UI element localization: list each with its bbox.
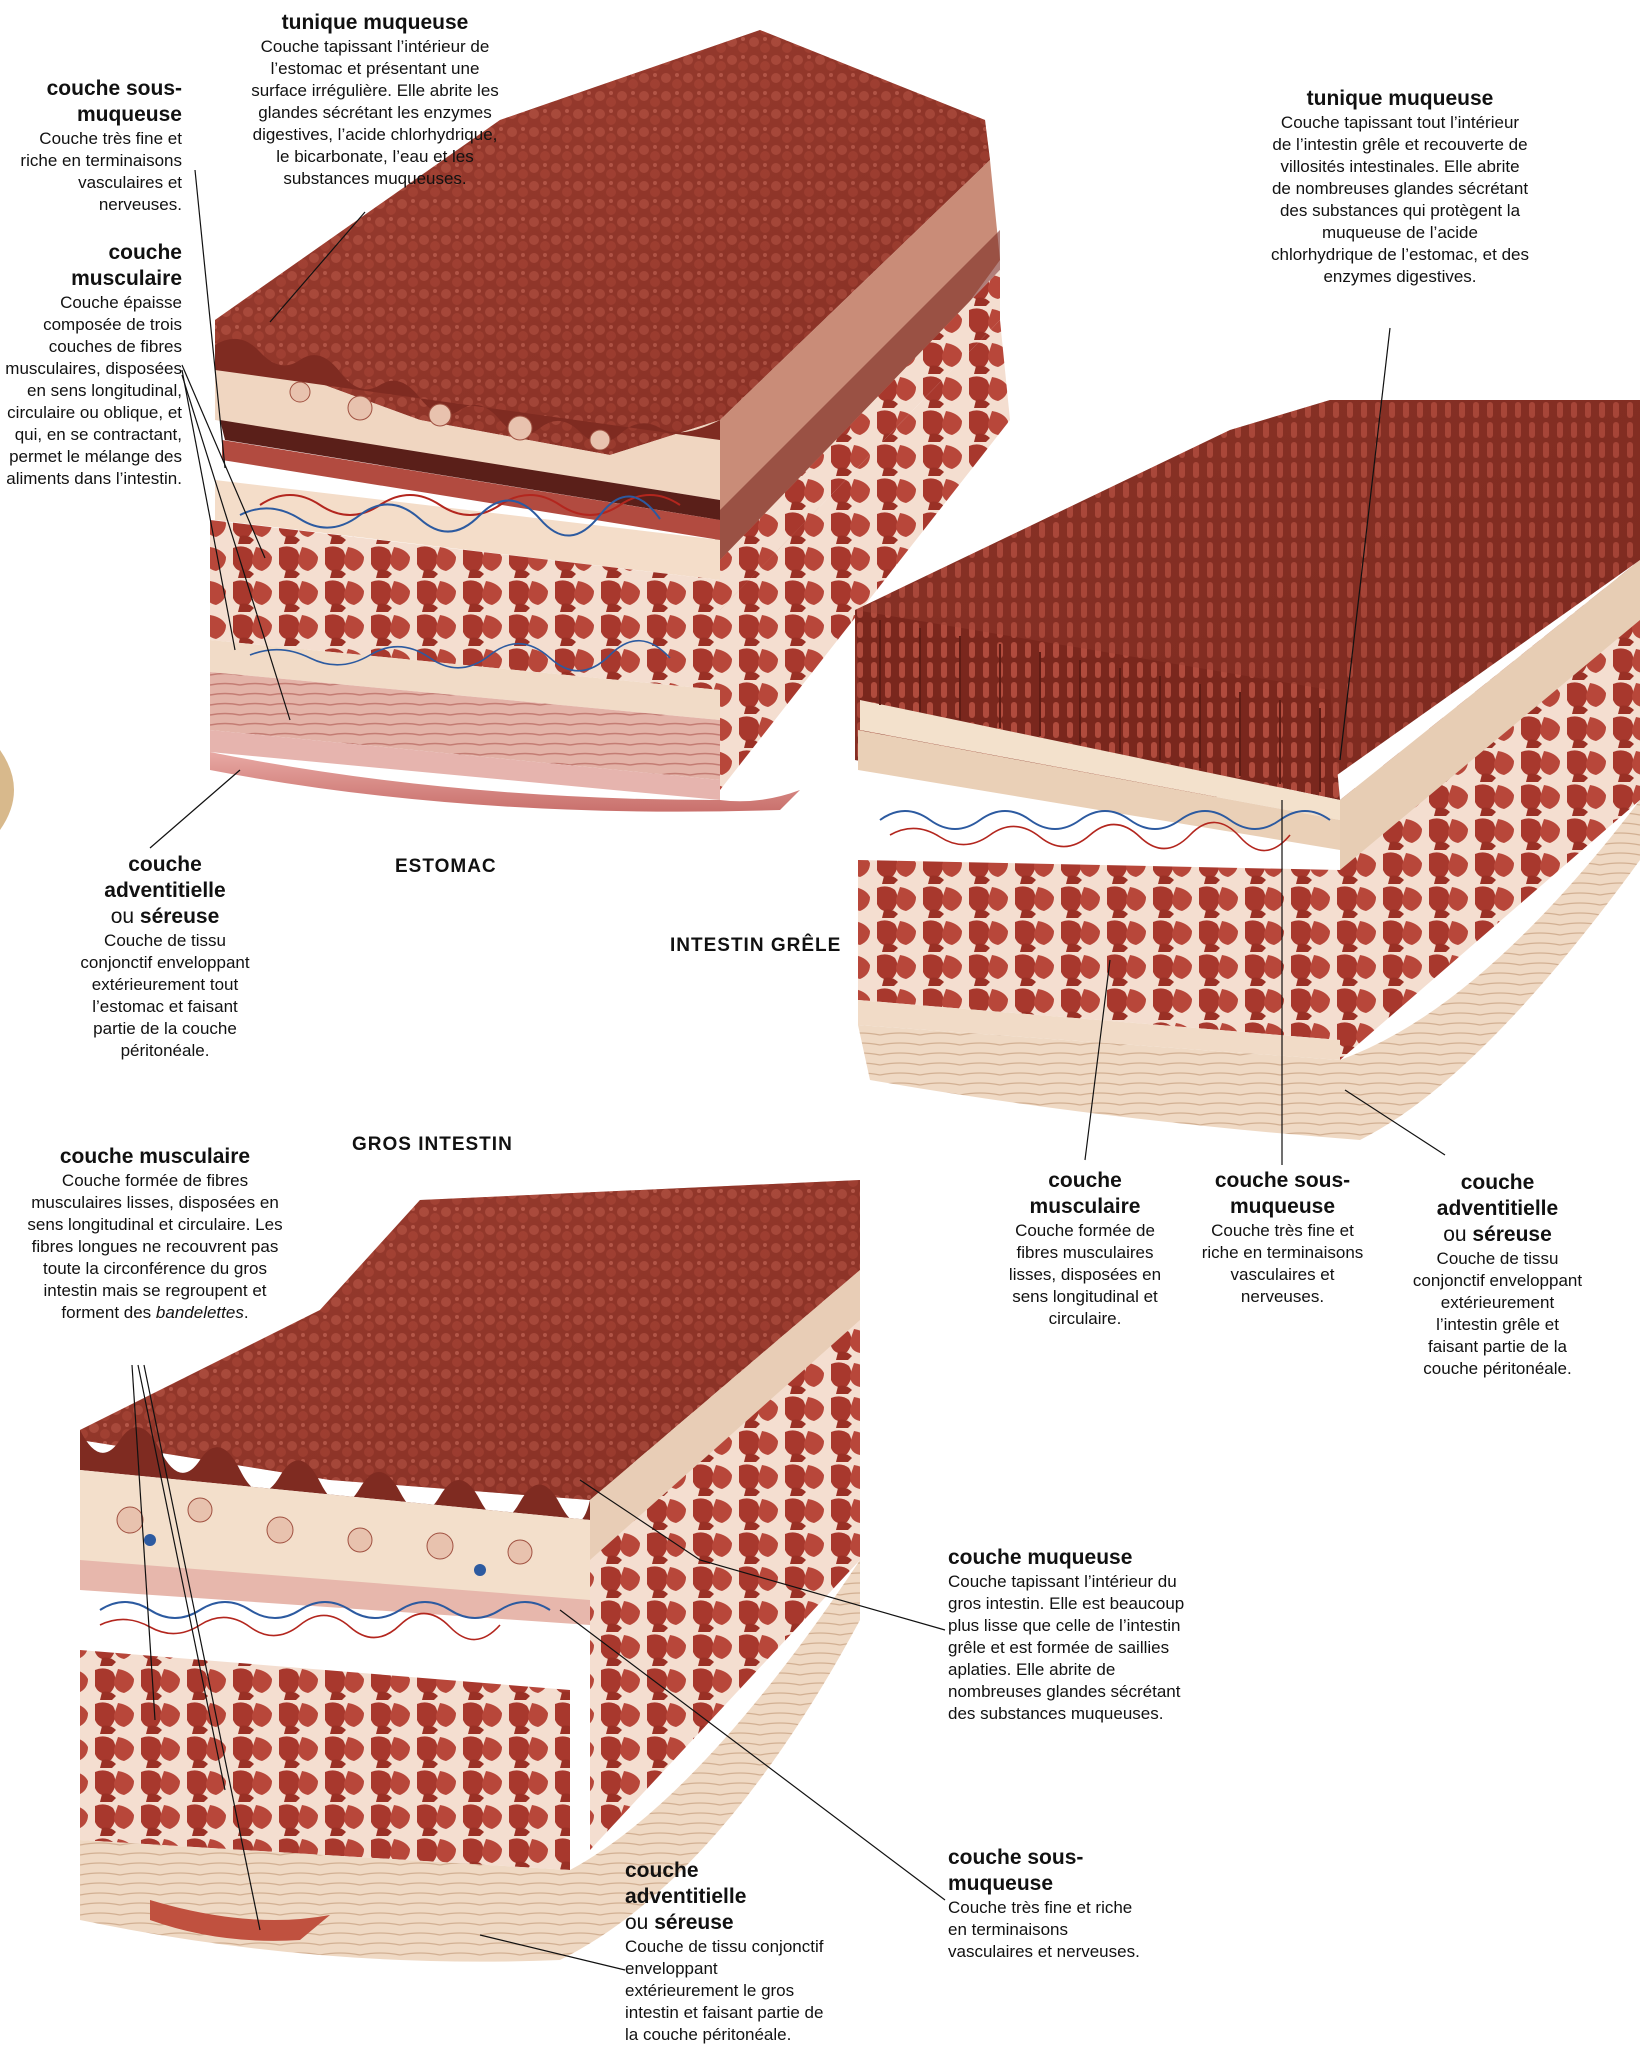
label-description: Couche formée de fibres musculaires liss… bbox=[27, 1171, 282, 1322]
organ-title-large-intestine: GROS INTESTIN bbox=[352, 1134, 513, 1156]
label-description: Couche très fine et riche en terminaison… bbox=[948, 1897, 1148, 1963]
label-small-intestine-mucosa: tunique muqueuse Couche tapissant tout l… bbox=[1270, 86, 1530, 288]
label-stomach-mucosa: tunique muqueuse Couche tapissant l’inté… bbox=[245, 10, 505, 190]
label-description: Couche tapissant l’intérieur de l’estoma… bbox=[245, 36, 505, 190]
label-description: Couche de tissu conjonctif enveloppant e… bbox=[1410, 1248, 1585, 1380]
label-description-end: . bbox=[244, 1303, 249, 1322]
label-title: couche musculaire bbox=[25, 1144, 285, 1170]
label-title: tunique muqueuse bbox=[1270, 86, 1530, 112]
label-stomach-serosa: couche adventitielle ou séreuse Couche d… bbox=[70, 852, 260, 1062]
label-title-prefix: ou bbox=[1443, 1223, 1472, 1246]
organ-title-small-intestine: INTESTIN GRÊLE bbox=[670, 935, 841, 957]
label-description: Couche épaisse composée de trois couches… bbox=[0, 292, 182, 490]
label-title: couche adventitielle bbox=[625, 1858, 825, 1910]
label-large-intestine-muscularis: couche musculaire Couche formée de fibre… bbox=[25, 1144, 285, 1324]
label-title: couche sous-muqueuse bbox=[0, 76, 182, 128]
label-title: couche sous-muqueuse bbox=[1195, 1168, 1370, 1220]
label-title: couche muqueuse bbox=[948, 1545, 1188, 1571]
label-title: couche musculaire bbox=[0, 240, 182, 292]
label-title: couche sous-muqueuse bbox=[948, 1845, 1148, 1897]
label-title: couche adventitielle bbox=[1410, 1170, 1585, 1222]
label-description: Couche de tissu conjonctif enveloppant e… bbox=[625, 1936, 825, 2046]
label-title-emphasis: séreuse bbox=[140, 905, 219, 928]
label-description: Couche de tissu conjonctif enveloppant e… bbox=[70, 930, 260, 1062]
label-small-intestine-serosa: couche adventitielle ou séreuse Couche d… bbox=[1410, 1170, 1585, 1380]
label-description: Couche tapissant tout l’intérieur de l’i… bbox=[1270, 112, 1530, 288]
small-intestine-block bbox=[855, 400, 1640, 1140]
label-title-prefix: ou bbox=[625, 1911, 654, 1934]
label-description: Couche formée de fibres musculaires liss… bbox=[1000, 1220, 1170, 1330]
label-title: tunique muqueuse bbox=[245, 10, 505, 36]
label-small-intestine-muscularis: couche musculaire Couche formée de fibre… bbox=[1000, 1168, 1170, 1330]
page-tab-marker bbox=[0, 750, 14, 830]
label-title-emphasis: séreuse bbox=[1472, 1223, 1551, 1246]
label-stomach-muscularis: couche musculaire Couche épaisse composé… bbox=[0, 240, 182, 490]
organ-title-stomach: ESTOMAC bbox=[395, 856, 497, 878]
label-title: couche musculaire bbox=[1000, 1168, 1170, 1220]
label-title: couche adventitielle bbox=[70, 852, 260, 904]
label-description: Couche très fine et riche en terminaison… bbox=[0, 128, 182, 216]
label-large-intestine-submucosa: couche sous-muqueuse Couche très fine et… bbox=[948, 1845, 1148, 1963]
label-large-intestine-mucosa: couche muqueuse Couche tapissant l’intér… bbox=[948, 1545, 1188, 1725]
label-description: Couche très fine et riche en terminaison… bbox=[1195, 1220, 1370, 1308]
label-small-intestine-submucosa: couche sous-muqueuse Couche très fine et… bbox=[1195, 1168, 1370, 1308]
label-title-prefix: ou bbox=[111, 905, 140, 928]
label-title-emphasis: séreuse bbox=[654, 1911, 733, 1934]
label-stomach-submucosa: couche sous-muqueuse Couche très fine et… bbox=[0, 76, 182, 216]
label-large-intestine-serosa: couche adventitielle ou séreuse Couche d… bbox=[625, 1858, 825, 2046]
label-description-emphasis: bandelettes bbox=[156, 1303, 244, 1322]
label-description: Couche tapissant l’intérieur du gros int… bbox=[948, 1571, 1188, 1725]
